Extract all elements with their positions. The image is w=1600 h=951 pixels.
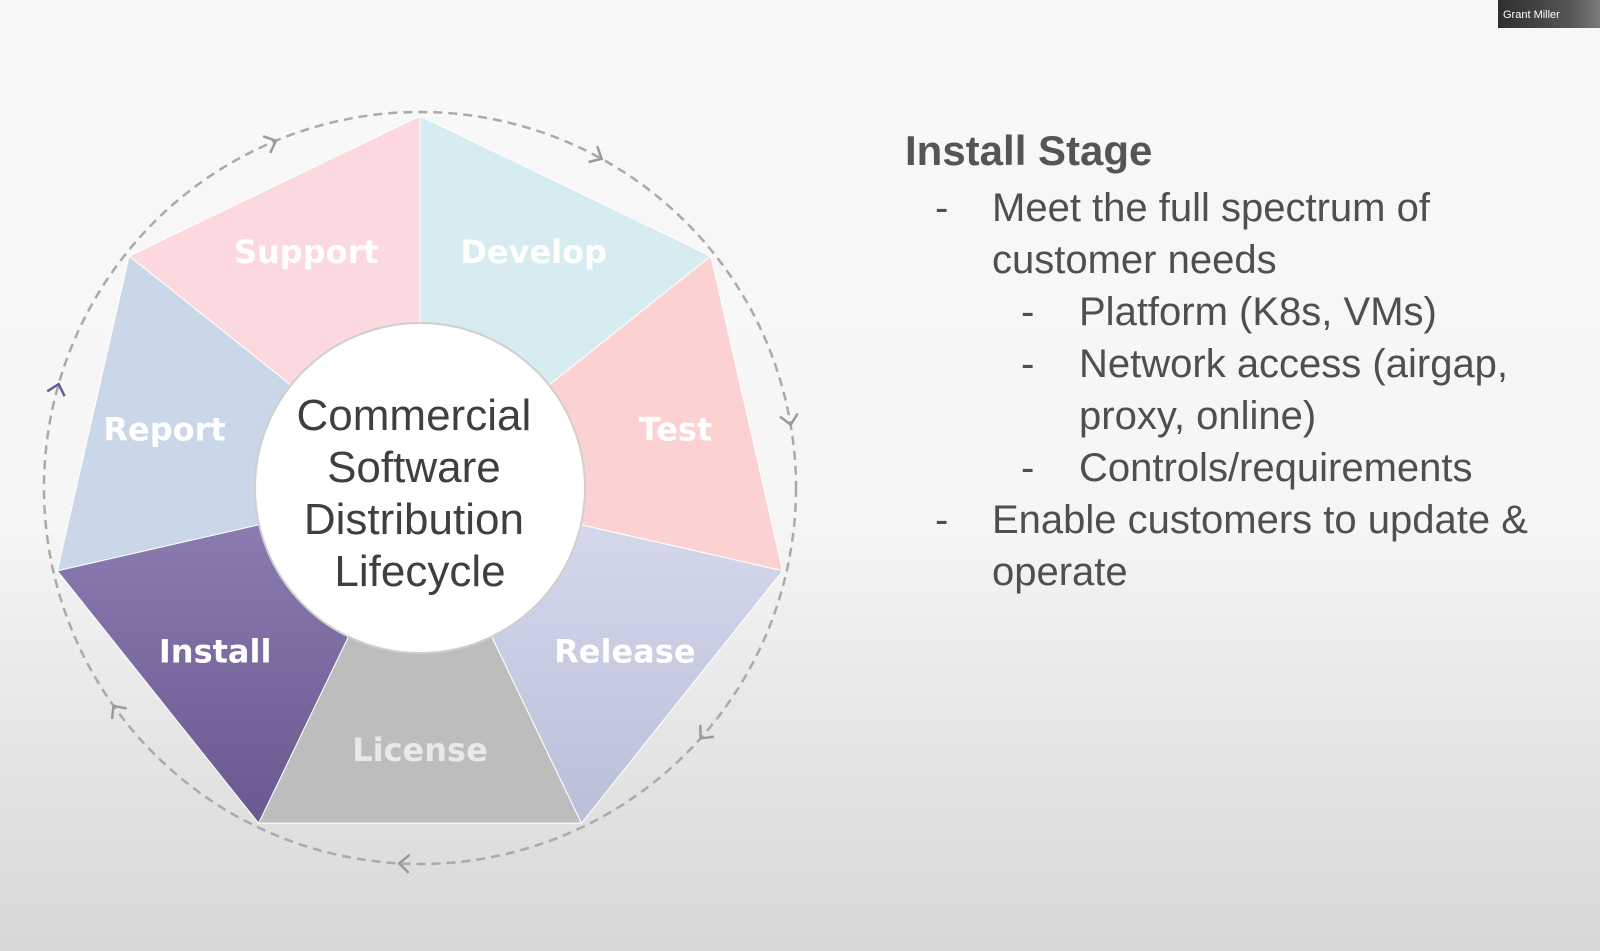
segment-label-license: License bbox=[352, 731, 488, 769]
cycle-arrowhead bbox=[588, 145, 604, 164]
center-title-line-3: Distribution bbox=[304, 495, 524, 544]
notes-subitem-text: Platform (K8s, VMs) bbox=[1079, 289, 1437, 334]
notes-subitem-text: Network access (airgap, proxy, online) bbox=[1079, 341, 1509, 438]
notes-subitem: Platform (K8s, VMs) bbox=[991, 286, 1585, 338]
cycle-arrow-ring bbox=[42, 110, 798, 866]
cycle-arrowhead bbox=[46, 382, 66, 397]
cycle-arrowhead bbox=[779, 412, 799, 427]
center-title-line-2: Software bbox=[327, 443, 501, 492]
cycle-arrowhead bbox=[699, 724, 715, 740]
notes-item-text: Meet the full spectrum of customer needs bbox=[992, 185, 1430, 282]
center-title-line-4: Lifecycle bbox=[334, 547, 505, 596]
notes-item: Enable customers to update & operate bbox=[905, 494, 1585, 598]
segment-label-develop: Develop bbox=[460, 233, 607, 271]
notes-sublist: Platform (K8s, VMs) Network access (airg… bbox=[991, 286, 1585, 494]
notes-subitem-text: Controls/requirements bbox=[1079, 445, 1473, 490]
center-circle bbox=[254, 322, 586, 654]
cycle-arrowhead bbox=[397, 853, 411, 874]
segment-label-release: Release bbox=[554, 632, 695, 670]
participant-name: Grant Miller bbox=[1503, 9, 1560, 21]
notes-subitem: Network access (airgap, proxy, online) bbox=[991, 338, 1585, 442]
notes-item: Meet the full spectrum of customer needs… bbox=[905, 182, 1585, 494]
notes-subitem: Controls/requirements bbox=[991, 442, 1585, 494]
notes-title: Install Stage bbox=[905, 127, 1153, 174]
cycle-arrowhead bbox=[110, 704, 127, 720]
notes-item-text: Enable customers to update & operate bbox=[992, 497, 1528, 594]
center-title-line-1: Commercial bbox=[297, 391, 532, 440]
stage-notes: Install Stage Meet the full spectrum of … bbox=[905, 125, 1585, 598]
segment-label-report: Report bbox=[103, 411, 225, 449]
segment-label-support: Support bbox=[234, 233, 379, 271]
participant-video-thumbnail[interactable]: Grant Miller bbox=[1498, 0, 1600, 28]
segment-label-install: Install bbox=[159, 632, 272, 670]
cycle-arrowhead bbox=[262, 135, 278, 154]
segment-label-test: Test bbox=[639, 411, 713, 449]
notes-list: Meet the full spectrum of customer needs… bbox=[905, 182, 1585, 598]
svg-text:Commercial Software Di: Commercial Software Distribution Lifecyc… bbox=[297, 391, 544, 596]
